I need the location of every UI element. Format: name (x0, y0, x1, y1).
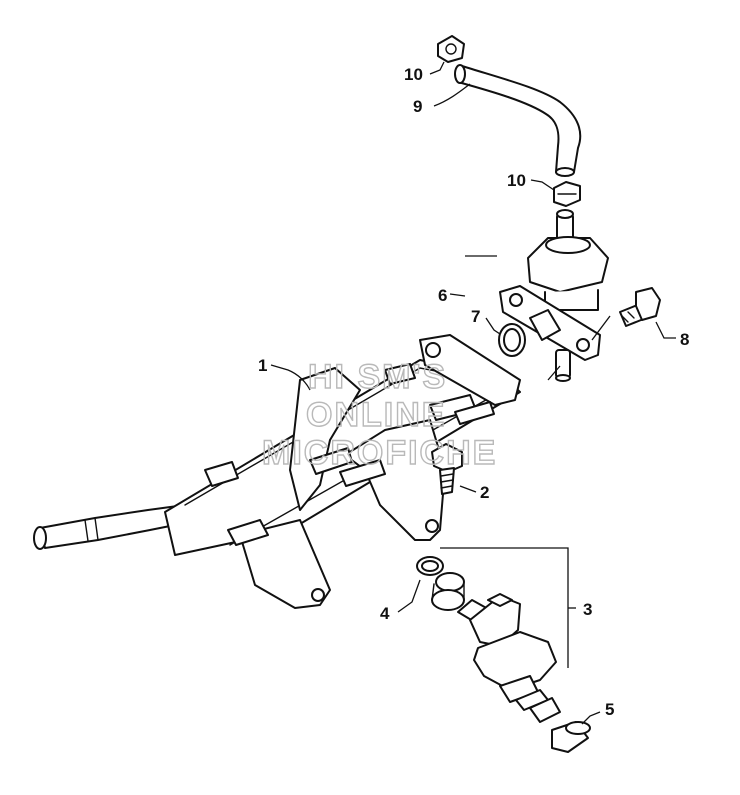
watermark-line-2: ONLINE (306, 396, 446, 434)
watermark-line-1: HI SM'S (308, 358, 447, 396)
callout-8: 8 (680, 330, 689, 349)
injector-seal-part-5 (551, 721, 591, 753)
callout-7: 7 (471, 307, 480, 326)
callout-6: 6 (438, 286, 447, 305)
injector-grommet (431, 572, 465, 611)
watermark-line-3: MICROFICHE (262, 434, 497, 472)
callout-10-bottom: 10 (507, 171, 526, 190)
watermark: HI SM'S ONLINE MICROFICHE (261, 357, 497, 472)
pressure-regulator-part-6 (499, 209, 609, 382)
callout-5: 5 (605, 700, 614, 719)
bolt-part-8 (619, 287, 661, 327)
callout-1: 1 (258, 356, 267, 375)
hose-clamp-bottom-part-10 (553, 181, 581, 207)
fuel-injector (457, 593, 561, 723)
callout-4: 4 (380, 604, 390, 623)
callouts: 1 2 3 4 5 6 7 8 9 10 10 (258, 65, 689, 719)
fuel-hose-part-9 (454, 64, 582, 177)
callout-9: 9 (413, 97, 422, 116)
bolt-part-2 (431, 443, 463, 495)
leader-lines (270, 61, 676, 725)
callout-2: 2 (480, 483, 489, 502)
o-ring-part-7 (498, 323, 526, 357)
callout-3: 3 (583, 600, 592, 619)
callout-10-top: 10 (404, 65, 423, 84)
fuel-rail-part-1 (33, 334, 521, 609)
o-ring-part-4 (416, 556, 444, 576)
hose-clamp-top-part-10 (437, 35, 465, 63)
